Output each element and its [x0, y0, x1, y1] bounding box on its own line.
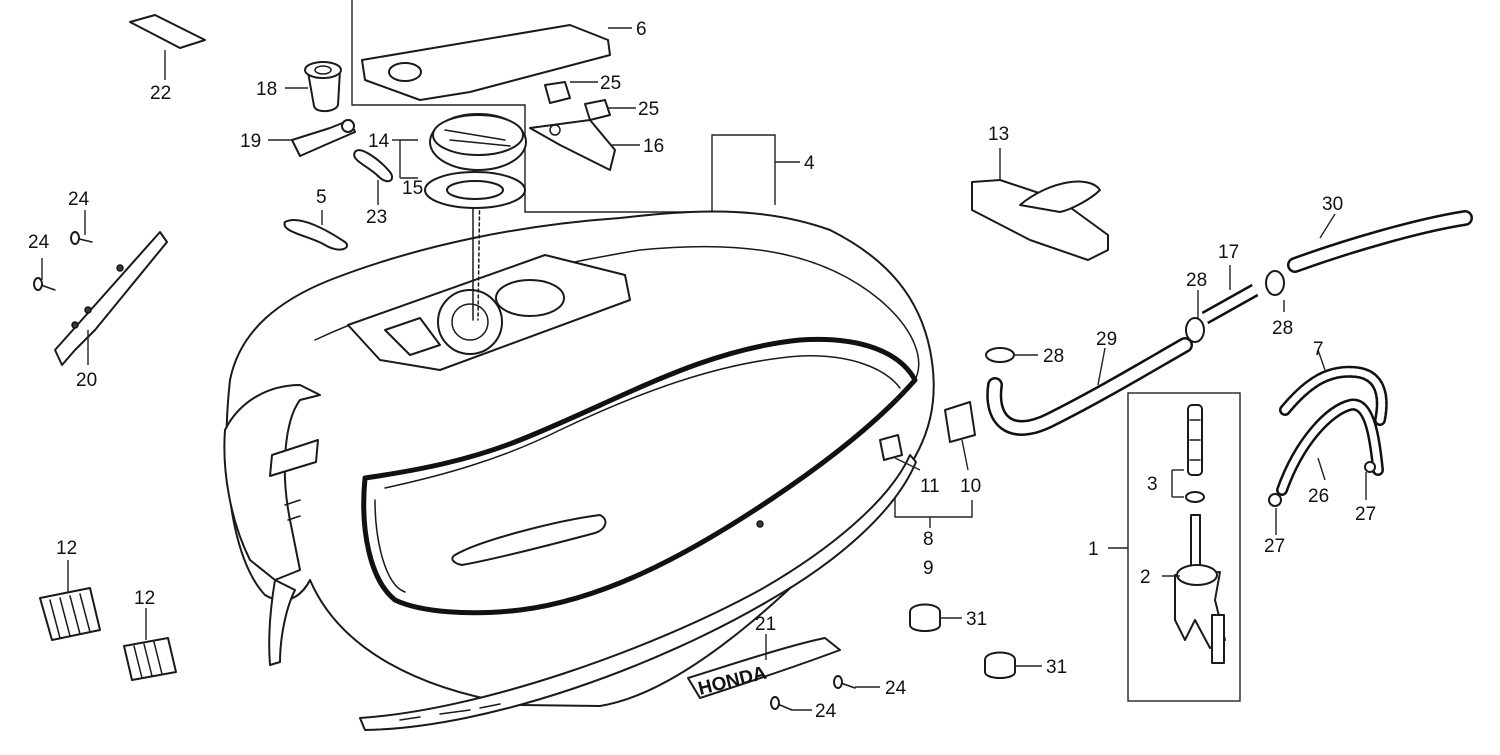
- callout-29: 29: [1096, 329, 1117, 350]
- part-24-screw-a: [70, 231, 93, 245]
- part-15-ring: [424, 171, 526, 209]
- callout-28-c: 28: [1043, 346, 1064, 367]
- callout-16: 16: [643, 136, 664, 157]
- part-16-latch: [529, 119, 616, 171]
- callout-20: 20: [76, 370, 97, 391]
- callout-24-b: 24: [28, 232, 50, 253]
- callout-31-a: 31: [966, 609, 987, 630]
- part-6-cover: [361, 24, 611, 101]
- callout-31-b: 31: [1046, 657, 1067, 678]
- part-17-pipe: [1201, 283, 1259, 325]
- callout-28-a: 28: [1186, 270, 1207, 291]
- callout-27-a: 27: [1264, 536, 1285, 557]
- part-24-screw-c: [833, 675, 856, 689]
- callout-24-a: 24: [68, 189, 90, 210]
- part-20-bracket: [54, 231, 168, 366]
- callout-18: 18: [256, 79, 277, 100]
- callout-10: 10: [960, 476, 981, 497]
- part-31-cap-b: [984, 651, 1016, 679]
- callout-17: 17: [1218, 242, 1239, 263]
- callout-19: 19: [240, 131, 261, 152]
- callout-22: 22: [150, 83, 171, 104]
- callout-8: 8: [923, 529, 934, 550]
- callout-12-b: 12: [134, 588, 155, 609]
- part-24-screw-d: [770, 696, 793, 711]
- leader-lines: [41, 27, 1367, 711]
- part-12-grommet-a: [39, 587, 101, 641]
- part-27-clip-a: [1268, 493, 1282, 507]
- callout-24-c: 24: [885, 678, 907, 699]
- part-31-cap-a: [909, 603, 941, 632]
- part-22-plate: [129, 14, 206, 49]
- callout-9: 9: [923, 558, 934, 579]
- part-28-clamp-b: [1265, 270, 1285, 296]
- callout-13: 13: [988, 124, 1009, 145]
- part-28-clamp-a: [1185, 317, 1205, 343]
- callout-6: 6: [636, 19, 647, 40]
- part-29-hose: [986, 337, 1193, 436]
- fuel-tank: [223, 169, 935, 707]
- callout-30: 30: [1322, 194, 1343, 215]
- part-25-nut-lower: [584, 99, 611, 121]
- callout-15: 15: [402, 178, 423, 199]
- callout-1: 1: [1088, 539, 1099, 560]
- callout-12-a: 12: [56, 538, 77, 559]
- callout-4: 4: [804, 153, 815, 174]
- callout-25-b: 25: [638, 99, 659, 120]
- bracket-lines: [351, 0, 1241, 702]
- callout-24-d: 24: [815, 701, 837, 722]
- callout-labels: 1 2 3 4 5 6 7 8 9 10 11 12 12 13 14 15 1…: [28, 19, 1376, 722]
- part-23-gasket: [353, 149, 394, 183]
- part-5-gasket: [283, 219, 348, 251]
- callout-25-a: 25: [600, 73, 621, 94]
- callout-14: 14: [368, 131, 390, 152]
- part-12-grommet-b: [123, 637, 177, 681]
- callout-11: 11: [920, 476, 940, 497]
- callout-21: 21: [755, 614, 776, 635]
- callout-5: 5: [316, 187, 327, 208]
- part-10-cushion: [944, 401, 976, 443]
- callout-26: 26: [1308, 486, 1329, 507]
- callout-28-b: 28: [1272, 318, 1293, 339]
- part-25-nut-upper: [544, 81, 571, 104]
- callout-2: 2: [1140, 567, 1151, 588]
- part-27-clip-b: [1364, 461, 1376, 473]
- part-19-hinge: [291, 119, 356, 157]
- side-rubber-strip: [359, 454, 917, 731]
- part-7-hose: [1279, 365, 1388, 426]
- part-26-hose: [1276, 398, 1384, 496]
- callout-3: 3: [1147, 474, 1158, 495]
- part-28-clamp-c: [985, 347, 1015, 363]
- part-30-hose: [1287, 210, 1473, 273]
- callout-7: 7: [1313, 339, 1324, 360]
- part-14-filler-cap: [429, 113, 527, 171]
- callout-23: 23: [366, 207, 387, 228]
- part-24-screw-b: [33, 277, 56, 291]
- part-3-strainer: [1185, 404, 1205, 503]
- part-2-valve: [1174, 514, 1226, 664]
- part-13-bracket: [971, 179, 1109, 261]
- part-11-clip: [879, 434, 903, 461]
- part-18-cap: [304, 61, 342, 113]
- callout-27-b: 27: [1355, 504, 1376, 525]
